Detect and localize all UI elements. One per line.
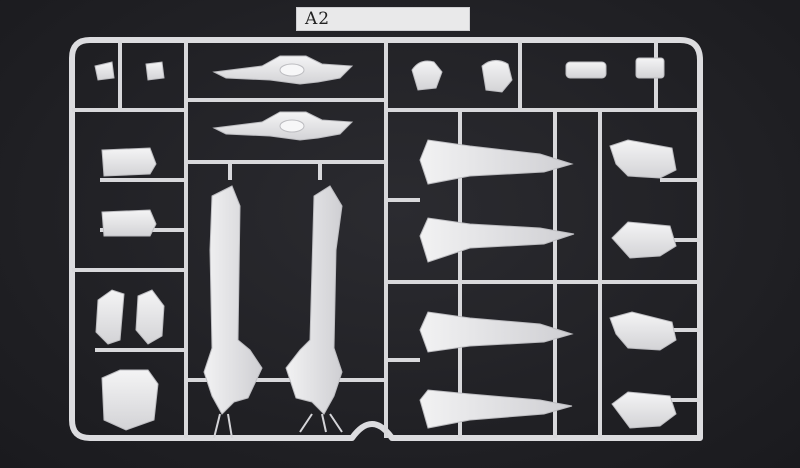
head-part <box>411 60 443 91</box>
joint-part <box>481 60 513 93</box>
binder-2 <box>611 221 677 259</box>
armor-plate-2 <box>101 209 157 237</box>
leg-spikes <box>213 413 343 439</box>
wing-blade-3 <box>419 311 574 353</box>
sprue-tag-code: A2 <box>305 9 331 29</box>
block-part <box>635 57 665 79</box>
wing-blade-4 <box>419 389 573 429</box>
leg-frame-right <box>285 185 343 415</box>
small-part-1 <box>94 61 115 81</box>
binder-3 <box>609 311 677 351</box>
beam-rifle-lower <box>212 111 354 141</box>
shoulder-right <box>135 289 165 345</box>
beam-rifle-upper <box>212 55 354 85</box>
binder-4 <box>611 391 677 429</box>
wing-blade-1 <box>419 139 574 185</box>
sprue-tag: A2 <box>296 7 470 31</box>
shoulder-left <box>95 289 125 345</box>
clip-part <box>565 61 607 79</box>
leg-frame-left <box>203 185 263 415</box>
wing-blade-2 <box>419 217 575 263</box>
shield <box>101 369 159 431</box>
binder-1 <box>609 139 677 179</box>
internal-runners <box>72 40 700 438</box>
outer-frame <box>69 37 703 441</box>
small-part-2 <box>145 61 165 81</box>
armor-plate-1 <box>101 147 157 177</box>
